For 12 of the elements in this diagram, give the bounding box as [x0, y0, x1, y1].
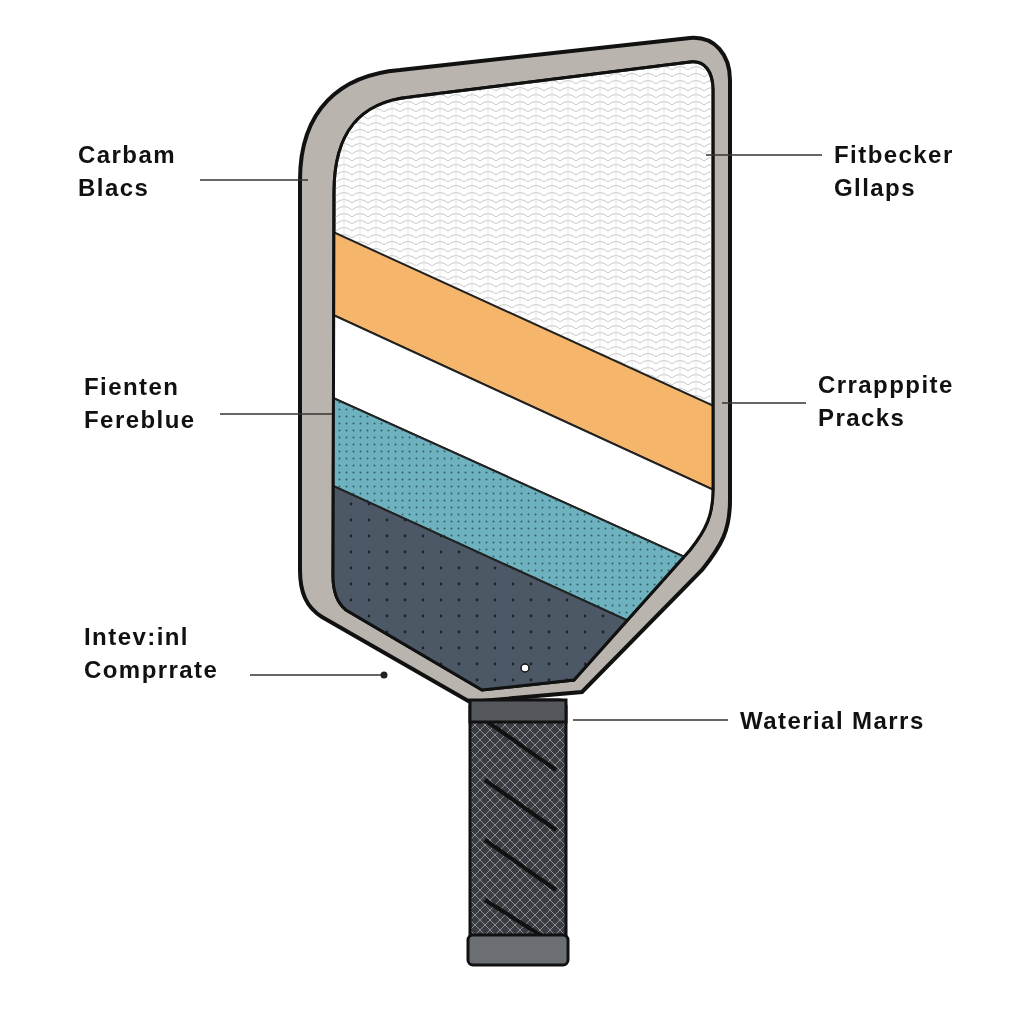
- leader-line: [199, 179, 309, 181]
- leader-line: [219, 413, 333, 415]
- leader-line: [249, 671, 388, 679]
- callout-label: Waterial Marrs: [740, 706, 926, 736]
- leader-line: [721, 402, 807, 404]
- callout-label: Carbam Blacs: [78, 140, 176, 203]
- callout-label: Crrapppite Pracks: [818, 370, 954, 433]
- leader-line: [572, 719, 729, 721]
- callout-label: Fienten Fereblue: [84, 372, 196, 435]
- callout-label: Intev:inl Comprrate: [84, 622, 219, 685]
- leader-line: [705, 154, 823, 156]
- callout-label: Fitbecker Gllaps: [834, 140, 954, 203]
